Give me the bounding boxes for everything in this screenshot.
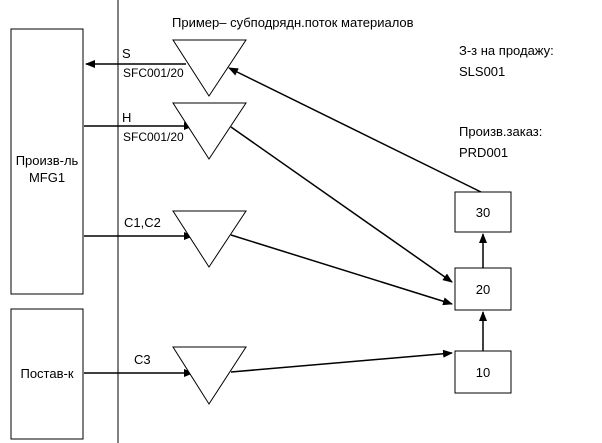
vendor-label: Постав-к xyxy=(20,366,73,381)
operation-label-10: 10 xyxy=(476,365,490,380)
flow-label-h: H xyxy=(122,110,131,125)
diagram-title: Пример– субподрядн.поток материалов xyxy=(172,15,414,30)
arrow-triangle-h-to-op20 xyxy=(230,126,453,283)
flow-label-s: S xyxy=(122,46,131,61)
flow-label-s-order: SFC001/20 xyxy=(123,66,184,80)
mfg-label-line2: MFG1 xyxy=(29,170,65,185)
vendor-box xyxy=(10,308,84,440)
flow-label-h-order: SFC001/20 xyxy=(123,130,184,144)
arrow-triangle-c1c2-to-op20 xyxy=(230,234,453,306)
operation-box-30 xyxy=(454,191,512,233)
operation-label-20: 20 xyxy=(476,282,490,297)
sales-order-label: З-з на продажу: xyxy=(459,43,554,58)
inventory-triangle-c1c2 xyxy=(172,210,247,268)
inventory-triangle-h xyxy=(172,102,247,160)
prod-order-label: Произв.заказ: xyxy=(459,124,542,139)
flow-label-c3: C3 xyxy=(134,352,151,367)
mfg-box xyxy=(10,28,84,295)
prod-order-id: PRD001 xyxy=(459,145,508,160)
inventory-triangle-c3 xyxy=(172,346,247,405)
arrow-triangle-c3-to-op10 xyxy=(230,349,453,373)
flow-label-c1c2: C1,C2 xyxy=(124,215,161,230)
inventory-triangle-s xyxy=(172,39,247,97)
operation-label-30: 30 xyxy=(476,205,490,220)
mfg-label-line1: Произв-ль xyxy=(16,153,79,168)
sales-order-id: SLS001 xyxy=(459,64,505,79)
arrow-op30-to-triangle-s xyxy=(228,67,482,193)
